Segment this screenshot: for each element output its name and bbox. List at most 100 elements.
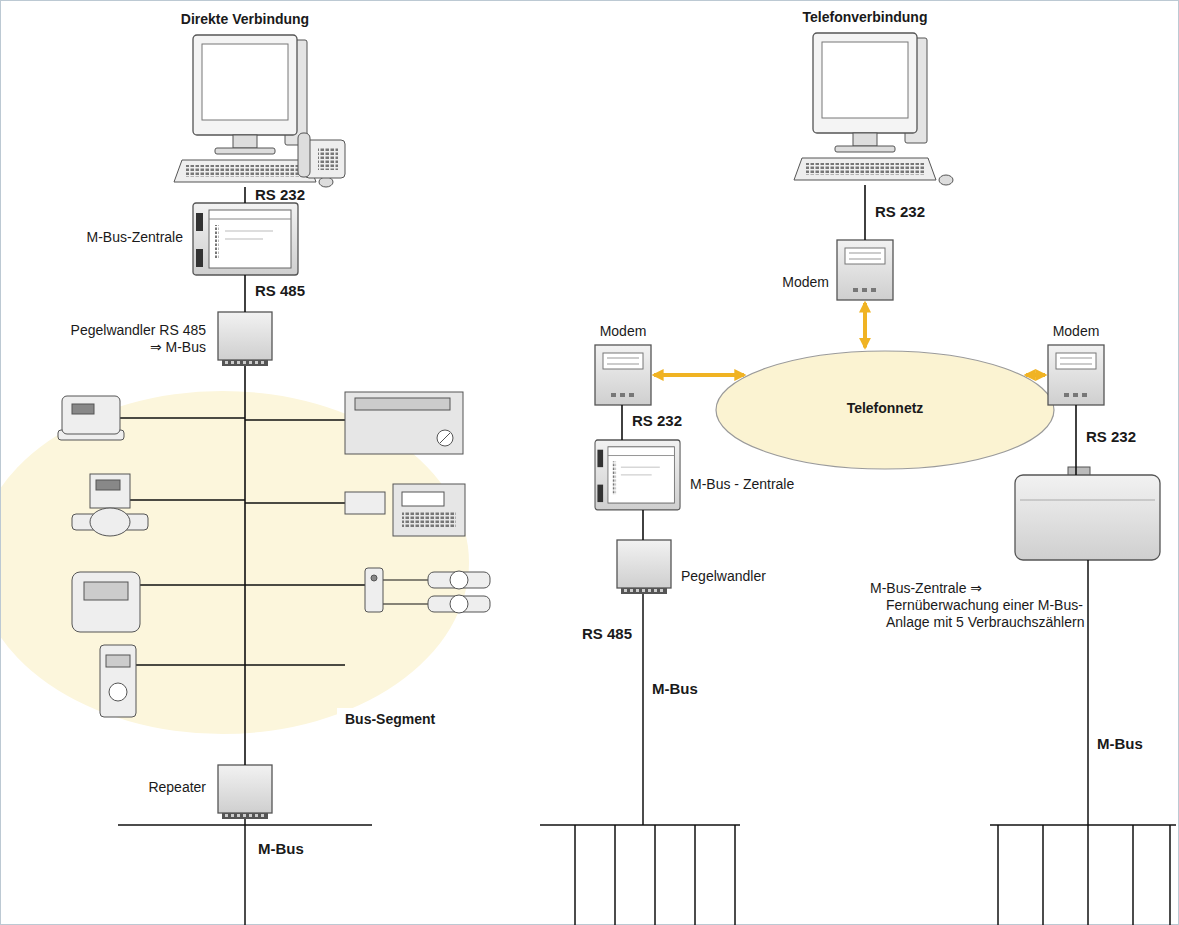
bus-label: M-Bus — [652, 680, 698, 698]
node-label: Telefonnetz — [715, 400, 1055, 417]
node-label: Pegelwandler RS 485 ⇒ M-Bus — [66, 322, 206, 356]
node-label: M-Bus-Zentrale ⇒ Fernüberwachung einer M… — [870, 580, 1096, 630]
illustration-part — [450, 595, 468, 613]
illustration-part — [437, 430, 453, 446]
illustration-part — [118, 824, 372, 826]
modem — [595, 345, 651, 405]
illustration-part — [245, 419, 345, 421]
illustration-part — [1087, 825, 1089, 925]
illustration-part — [402, 512, 456, 528]
illustration-part — [244, 819, 246, 925]
illustration-part — [109, 683, 127, 701]
node-label: Pegelwandler — [681, 568, 766, 585]
illustration-part — [100, 645, 136, 717]
illustration-part — [1042, 825, 1044, 925]
illustration-part — [355, 398, 450, 410]
control-unit — [595, 440, 680, 510]
illustration-part — [84, 582, 128, 600]
interface-label: RS 232 — [1086, 428, 1136, 446]
illustration-part — [140, 584, 245, 586]
ellipse-shape — [0, 391, 469, 734]
illustration-part — [402, 492, 444, 506]
device-box: Modem — [837, 240, 893, 300]
illustration-part — [654, 825, 656, 925]
repeater — [218, 765, 272, 819]
double-arrow — [654, 373, 744, 377]
device-box: Pegelwandler RS 485 ⇒ M-Bus — [218, 312, 272, 366]
illustration-part — [90, 474, 130, 508]
illustration-part — [298, 133, 310, 177]
illustration-part — [440, 433, 450, 443]
device-box: Repeater — [218, 765, 272, 819]
interface-label: RS 232 — [875, 203, 925, 221]
bus-label: M-Bus — [1097, 735, 1143, 753]
illustration-part — [383, 604, 428, 605]
node-label: Modem — [1028, 323, 1124, 340]
bus-line — [864, 185, 866, 240]
bus-line — [244, 366, 246, 765]
node-label: Modem — [575, 323, 671, 340]
illustration-part — [1020, 500, 1155, 501]
ellipse-shape — [716, 351, 1054, 469]
illustration-part — [90, 508, 130, 536]
illustration-part — [72, 404, 94, 414]
bus-line — [244, 275, 246, 312]
node-label: Bus-Segment — [337, 708, 443, 731]
bus-line — [621, 405, 623, 440]
modem — [1048, 345, 1104, 405]
illustration-part — [642, 594, 644, 825]
illustration-part — [120, 417, 245, 419]
illustration-part — [990, 824, 1176, 826]
double-arrow — [1026, 373, 1045, 377]
double-arrow — [863, 303, 867, 347]
illustration-part — [450, 571, 468, 589]
node-label: Direkte Verbindung — [145, 11, 345, 28]
illustration-part — [106, 655, 130, 667]
illustration-part — [734, 825, 736, 925]
modem — [837, 240, 893, 300]
bus-label: RS 485 — [582, 625, 632, 643]
node-label: M-Bus-Zentrale — [87, 229, 183, 246]
bus-line — [244, 187, 246, 203]
illustration-part — [345, 492, 385, 514]
illustration-part — [574, 825, 576, 925]
bus-line — [642, 510, 644, 540]
device-box: Pegelwandler — [617, 540, 671, 594]
illustration-part — [694, 825, 696, 925]
interface-label: RS 485 — [255, 282, 305, 300]
device-box: M-Bus-Zentrale ⇒ Fernüberwachung einer M… — [1015, 475, 1160, 560]
device-box: M-Bus - Zentrale — [595, 440, 680, 510]
computer — [174, 35, 333, 187]
illustration-part — [428, 596, 490, 612]
illustration-part — [371, 575, 377, 581]
illustration-part — [393, 484, 465, 536]
illustration-part — [1015, 475, 1160, 560]
level-converter — [218, 312, 272, 366]
device-box: Telefonverbindung — [792, 30, 970, 185]
illustration-part — [136, 664, 345, 666]
device-box: Direkte Verbindung — [172, 32, 350, 187]
control-unit — [193, 203, 298, 275]
illustration-part — [130, 499, 245, 501]
illustration-part — [318, 148, 338, 170]
illustration-part — [997, 825, 999, 925]
illustration-part — [1087, 560, 1089, 825]
node-label: Repeater — [148, 779, 206, 796]
illustration-part — [540, 824, 740, 826]
network-ellipse: Telefonnetz — [715, 350, 1055, 470]
telephone — [298, 133, 345, 178]
illustration-part — [245, 584, 365, 586]
illustration-part — [96, 480, 120, 490]
remote-control-unit — [1015, 467, 1160, 560]
interface-label: RS 232 — [255, 186, 305, 204]
device-box: Modem — [1048, 345, 1104, 405]
bus-line — [1075, 405, 1077, 475]
level-converter — [617, 540, 671, 594]
bus-label: M-Bus — [258, 840, 304, 858]
illustration-part — [245, 502, 345, 504]
node-label: M-Bus - Zentrale — [690, 476, 794, 493]
device-box: Modem — [595, 345, 651, 405]
illustration-part — [1169, 825, 1171, 925]
illustration-part — [614, 825, 616, 925]
node-label: Telefonverbindung — [765, 9, 965, 26]
